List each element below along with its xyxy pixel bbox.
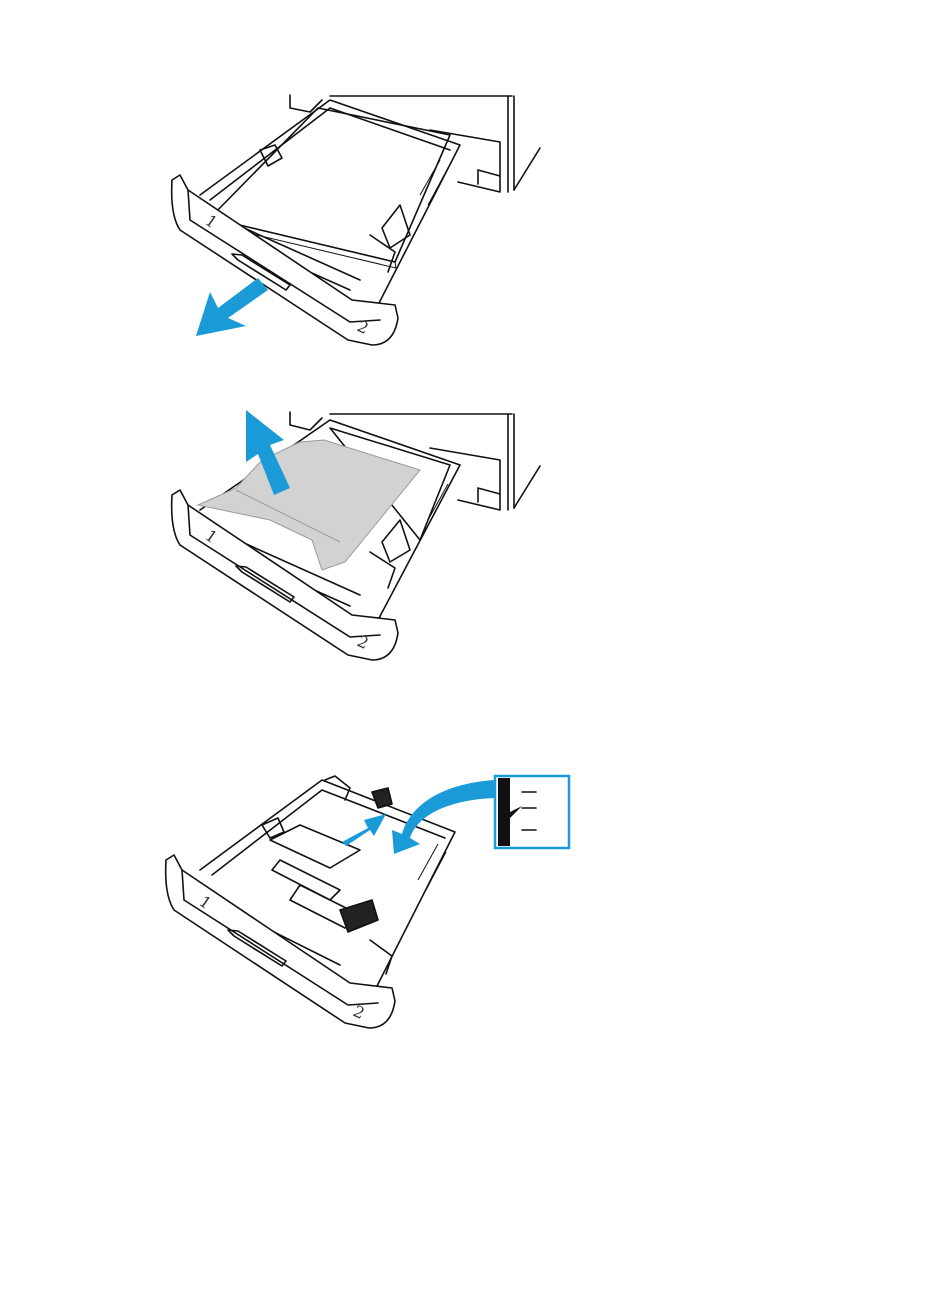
arrow-left-down (196, 278, 268, 336)
guide-pointer-arrow (342, 814, 386, 846)
tray-empty-illustration: 1 2 (0, 740, 950, 1070)
tray-open-illustration: 1 2 (0, 0, 950, 370)
tray-front: 1 2 (166, 855, 395, 1028)
callout-curved-arrow (392, 780, 494, 854)
curved-arrow (392, 780, 494, 854)
tray-frame (200, 776, 455, 990)
arrow-to-guide (342, 814, 386, 846)
pull-direction-arrow (196, 278, 268, 336)
paper-level-callout (495, 776, 569, 848)
panel-check-paper-level-guide: 1 2 (0, 740, 950, 1070)
panel-remove-jammed-paper: 1 2 (0, 370, 950, 700)
panel-pull-out-tray: 1 2 (0, 0, 950, 370)
tray-jam-illustration: 1 2 (0, 370, 950, 700)
